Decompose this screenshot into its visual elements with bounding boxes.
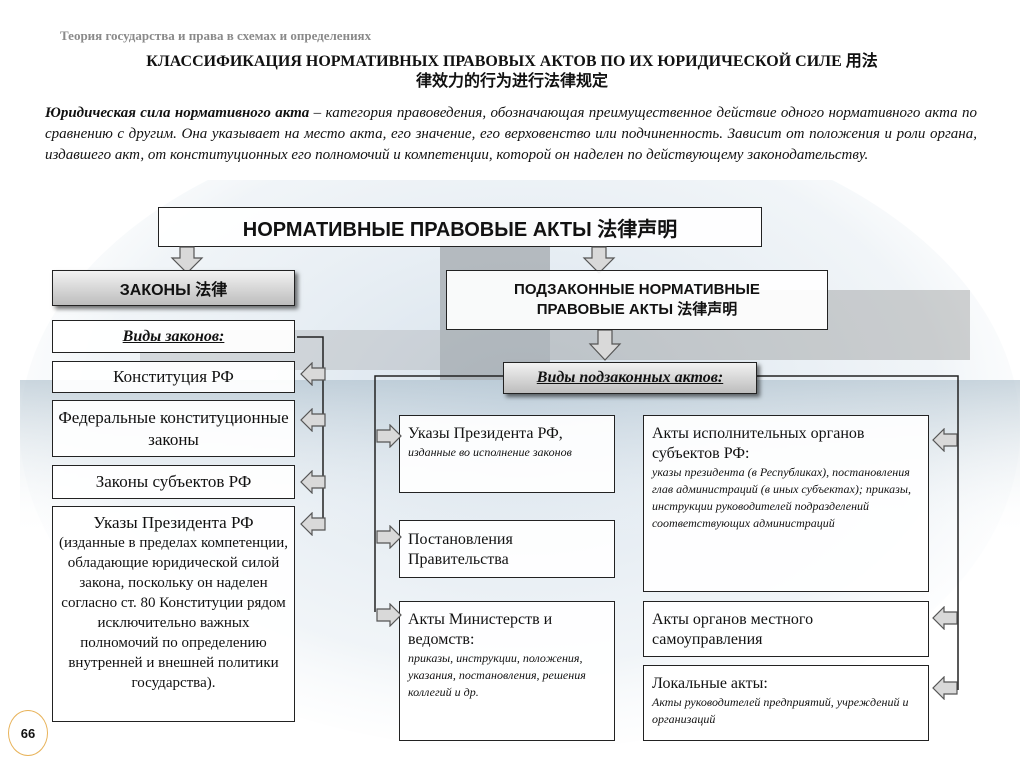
sublaws-node-label: ПОДЗАКОННЫЕ НОРМАТИВНЫЕ ПРАВОВЫЕ АКТЫ 法律… (514, 281, 760, 318)
arrow-left-law-1 (300, 362, 326, 386)
page-number: 66 (20, 725, 36, 741)
sublaw-ministries-acts: Акты Министерств и ведомств: приказы, ин… (399, 601, 615, 741)
laws-node: ЗАКОНЫ 法律 (52, 270, 295, 306)
arrow-down-laws (170, 246, 204, 274)
sublaw-desc: указы президента (в Республиках), постан… (652, 465, 911, 530)
arrow-down-sublaw-types (588, 329, 622, 361)
arrow-left-sublaw-4 (932, 428, 958, 452)
arrow-left-law-3 (300, 470, 326, 494)
definition-term: Юридическая сила нормативного акта (45, 105, 310, 121)
arrow-right-sublaw-3 (376, 603, 402, 627)
law-item-label: Федеральные конституционные законы (58, 407, 289, 449)
sublaw-local-acts: Локальные акты: Акты руководителей предп… (643, 665, 929, 741)
sublaws-node: ПОДЗАКОННЫЕ НОРМАТИВНЫЕ ПРАВОВЫЕ АКТЫ 法律… (446, 270, 828, 330)
sublaw-title: Указы Президента РФ, (408, 425, 563, 442)
arrow-left-sublaw-5 (932, 606, 958, 630)
arrow-down-sublaws (582, 246, 616, 274)
law-decrees-text: (изданные в пределах компетенции, облада… (59, 535, 288, 691)
arrow-right-sublaw-1 (376, 424, 402, 448)
law-item-federal-constitutional: Федеральные конституционные законы (52, 400, 295, 457)
sublaw-title: Локальные акты: (652, 675, 768, 692)
law-item-constitution: Конституция РФ (52, 361, 295, 393)
sublaw-local-government-acts: Акты органов местного самоуправления (643, 601, 929, 657)
sublaws-types-label-box: Виды подзаконных актов: (503, 362, 757, 394)
page-title-line-1: КЛАССИФИКАЦИЯ НОРМАТИВНЫХ ПРАВОВЫХ АКТОВ… (146, 53, 878, 70)
arrow-left-law-4 (300, 512, 326, 536)
sublaw-subject-executive-acts: Акты исполнительных органов субъектов РФ… (643, 415, 929, 592)
root-node-normative-acts: НОРМАТИВНЫЕ ПРАВОВЫЕ АКТЫ 法律声明 (158, 207, 762, 247)
sublaw-title: Акты Министерств и ведомств: (408, 611, 553, 648)
sublaw-government-resolutions: Постановления Правительства (399, 520, 615, 578)
laws-types-label: Виды законов: (122, 327, 225, 345)
sublaw-desc: изданные во исполнение законов (408, 445, 572, 459)
page-title: КЛАССИФИКАЦИЯ НОРМАТИВНЫХ ПРАВОВЫХ АКТОВ… (40, 52, 984, 92)
definition-text: – категория правоведения, обозначающая п… (45, 105, 977, 163)
page-number-badge: 66 (8, 710, 48, 756)
arrow-right-sublaw-2 (376, 525, 402, 549)
arrow-left-sublaw-6 (932, 676, 958, 700)
arrow-left-law-2 (300, 408, 326, 432)
law-item-label: Законы субъектов РФ (95, 472, 252, 491)
sublaw-desc: приказы, инструкции, положения, указания… (408, 651, 586, 699)
sublaw-desc: Акты руководителей предприятий, учрежден… (652, 695, 909, 726)
laws-node-label: ЗАКОНЫ 法律 (119, 282, 228, 299)
sublaws-types-label: Виды подзаконных актов: (536, 369, 724, 386)
sublaw-title: Акты органов местного самоуправления (652, 611, 814, 648)
law-item-label: Конституция РФ (113, 367, 234, 386)
law-item-president-decrees: Указы Президента РФ (изданные в пределах… (52, 506, 295, 722)
page-title-line-2: 律效力的行为进行法律规定 (415, 73, 608, 90)
law-item-subjects-laws: Законы субъектов РФ (52, 465, 295, 499)
laws-types-label-box: Виды законов: (52, 320, 295, 353)
definition-paragraph: Юридическая сила нормативного акта – кат… (45, 103, 977, 166)
sublaw-president-decrees: Указы Президента РФ, изданные во исполне… (399, 415, 615, 493)
root-node-label: НОРМАТИВНЫЕ ПРАВОВЫЕ АКТЫ 法律声明 (242, 218, 678, 241)
sublaw-title: Постановления Правительства (408, 531, 513, 568)
law-decrees-title: Указы Президента РФ (93, 513, 254, 532)
book-title: Теория государства и права в схемах и оп… (60, 28, 372, 43)
sublaw-title: Акты исполнительных органов субъектов РФ… (652, 425, 865, 462)
